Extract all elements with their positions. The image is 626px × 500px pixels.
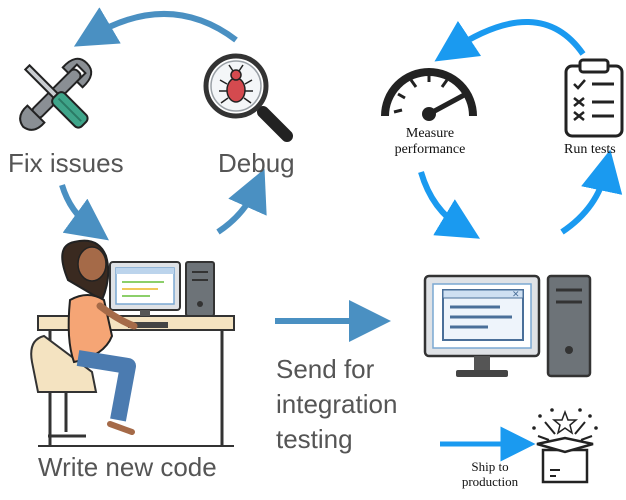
arrow-measure-to-computer [418,171,481,239]
label-integration: integration [276,389,398,419]
label-performance: performance [394,142,466,158]
wrench-screwdriver-icon [19,57,93,131]
svg-text:✕: ✕ [512,290,520,300]
computer-icon: ✕ [423,274,592,378]
arrow-computer-to-runtests [560,149,623,235]
label-write-new-code: Write new code [38,452,217,482]
label-send-for: Send for [276,354,375,384]
label-production: production [461,473,519,489]
label-measure: Measure [405,126,455,141]
label-debug: Debug [218,148,295,178]
arrow-debug-to-fix [73,7,238,47]
bug-magnifier-icon [203,53,293,142]
checklist-icon [564,58,624,138]
label-ship-to: Ship to [471,459,509,474]
label-ship-to-production: Ship to production [450,459,530,490]
speedometer-icon [381,68,477,121]
developer-at-desk-icon [30,239,235,447]
label-measure-performance: Measure performance [385,126,475,158]
gift-box-icon [532,408,598,484]
arrow-runtests-to-measure [434,19,586,62]
arrow-fix-to-code [59,184,109,241]
arrow-code-to-debug [216,168,267,235]
label-fix-issues: Fix issues [8,148,124,178]
label-testing: testing [276,424,353,454]
label-run-tests: Run tests [564,142,616,157]
